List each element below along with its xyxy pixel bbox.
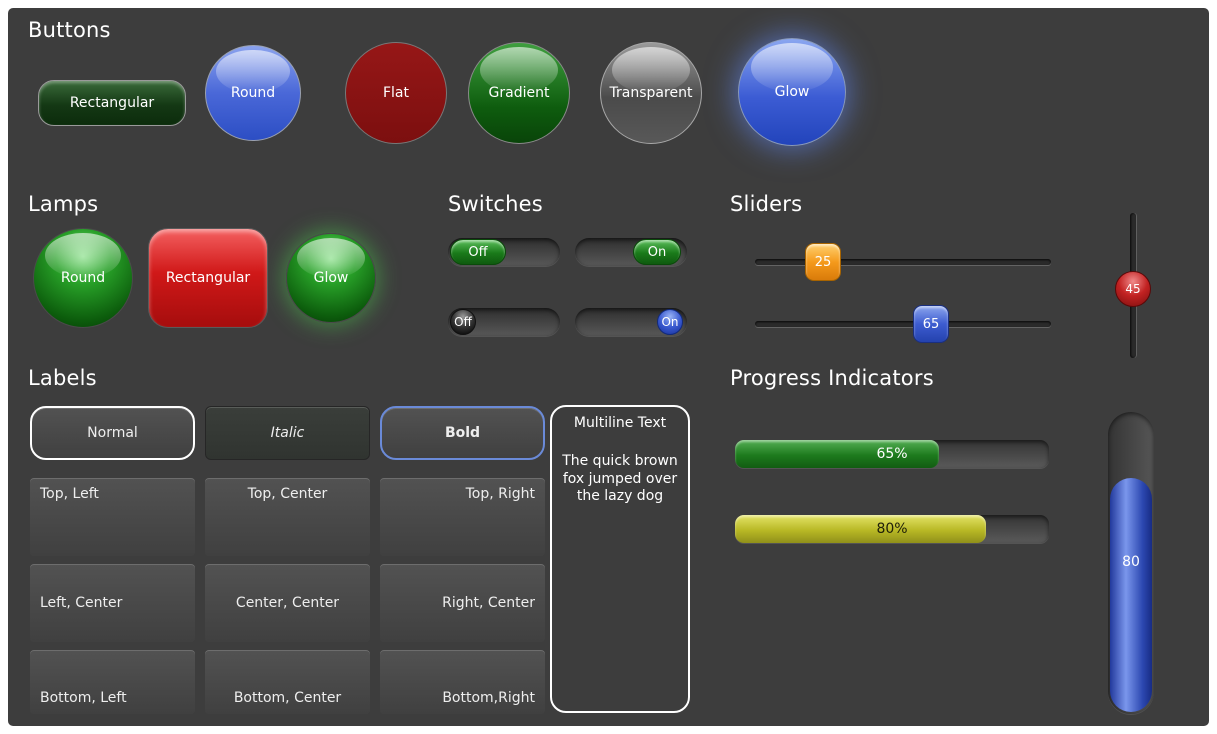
progress-bar-80-label: 80%: [876, 521, 908, 537]
label-top-left: Top, Left: [30, 478, 195, 556]
labels-section-title: Labels: [28, 366, 97, 390]
label-bottom-right: Bottom,Right: [380, 650, 545, 714]
progress-bar-80: 80%: [735, 515, 1049, 543]
lamps-section-title: Lamps: [28, 192, 99, 216]
round-lamp: Round: [33, 228, 133, 328]
slider-vertical-value: 45: [1125, 282, 1141, 296]
switch-off-green[interactable]: Off: [448, 238, 560, 266]
slider-horizontal-2-track[interactable]: [755, 321, 1051, 327]
flat-button-label: Flat: [382, 85, 409, 101]
label-right-center-text: Right, Center: [442, 595, 535, 611]
switch-on-ball-knob[interactable]: On: [657, 309, 683, 335]
label-normal-text: Normal: [87, 425, 138, 441]
round-button[interactable]: Round: [205, 45, 301, 141]
rectangular-button-label: Rectangular: [69, 95, 155, 111]
slider-horizontal-2-value: 65: [922, 316, 940, 332]
label-top-left-text: Top, Left: [40, 486, 99, 502]
label-center-center: Center, Center: [205, 564, 370, 642]
label-top-center-text: Top, Center: [247, 486, 328, 502]
switch-off-ball-knob[interactable]: Off: [450, 309, 476, 335]
slider-horizontal-2-handle[interactable]: 65: [913, 305, 949, 343]
switches-section-title: Switches: [448, 192, 543, 216]
progress-bar-80-fill: [735, 515, 986, 543]
multiline-text-box: Multiline Text The quick brown fox jumpe…: [550, 405, 690, 713]
label-italic-text: Italic: [270, 425, 305, 441]
switch-off-ball[interactable]: Off: [448, 308, 560, 336]
label-bold-text: Bold: [444, 425, 481, 441]
multiline-text-body: The quick brown fox jumped over the lazy…: [562, 453, 678, 504]
progress-bar-65: 65%: [735, 440, 1049, 468]
multiline-text-title: Multiline Text: [573, 415, 667, 431]
glow-button-label: Glow: [774, 84, 810, 100]
widget-demo-panel: Buttons Rectangular Round Flat Gradient …: [8, 8, 1209, 726]
switch-on-ball-label: On: [661, 315, 679, 329]
switch-on-green[interactable]: On: [575, 238, 687, 266]
switch-on-ball[interactable]: On: [575, 308, 687, 336]
rectangular-lamp: Rectangular: [148, 228, 268, 328]
label-top-right-text: Top, Right: [465, 486, 535, 502]
sliders-section-title: Sliders: [730, 192, 803, 216]
switch-off-green-label: Off: [468, 244, 488, 260]
label-bold: Bold: [380, 406, 545, 460]
label-normal: Normal: [30, 406, 195, 460]
transparent-button-label: Transparent: [609, 85, 693, 101]
round-button-label: Round: [230, 85, 276, 101]
vertical-progress-label: 80: [1122, 554, 1140, 570]
rectangular-lamp-label: Rectangular: [165, 270, 251, 286]
flat-button[interactable]: Flat: [345, 42, 447, 144]
label-top-center: Top, Center: [205, 478, 370, 556]
label-bottom-left: Bottom, Left: [30, 650, 195, 714]
slider-horizontal-1-value: 25: [814, 254, 832, 270]
slider-horizontal-1-track[interactable]: [755, 259, 1051, 265]
slider-vertical-handle[interactable]: 45: [1115, 271, 1151, 307]
switch-on-green-knob[interactable]: On: [633, 239, 681, 265]
label-left-center: Left, Center: [30, 564, 195, 642]
label-bottom-right-text: Bottom,Right: [442, 690, 535, 706]
vertical-progress-bar: 80: [1108, 412, 1154, 714]
gradient-button-label: Gradient: [488, 85, 550, 101]
label-center-center-text: Center, Center: [235, 595, 340, 611]
label-left-center-text: Left, Center: [40, 595, 123, 611]
label-italic: Italic: [205, 406, 370, 460]
label-top-right: Top, Right: [380, 478, 545, 556]
switch-off-green-knob[interactable]: Off: [450, 239, 506, 265]
glow-button[interactable]: Glow: [738, 38, 846, 146]
transparent-button[interactable]: Transparent: [600, 42, 702, 144]
progress-bar-65-fill: [735, 440, 939, 468]
label-bottom-center-text: Bottom, Center: [233, 690, 342, 706]
progress-bar-65-label: 65%: [876, 446, 908, 462]
round-lamp-label: Round: [60, 270, 106, 286]
label-right-center: Right, Center: [380, 564, 545, 642]
vertical-progress-fill: [1110, 478, 1152, 712]
glow-lamp-label: Glow: [313, 270, 349, 286]
label-bottom-center: Bottom, Center: [205, 650, 370, 714]
glow-lamp: Glow: [286, 233, 376, 323]
label-bottom-left-text: Bottom, Left: [40, 690, 127, 706]
switch-off-ball-label: Off: [454, 315, 472, 329]
gradient-button[interactable]: Gradient: [468, 42, 570, 144]
rectangular-button[interactable]: Rectangular: [38, 80, 186, 126]
buttons-section-title: Buttons: [28, 18, 111, 42]
slider-horizontal-1-handle[interactable]: 25: [805, 243, 841, 281]
switch-on-green-label: On: [647, 244, 667, 260]
progress-section-title: Progress Indicators: [730, 366, 934, 390]
